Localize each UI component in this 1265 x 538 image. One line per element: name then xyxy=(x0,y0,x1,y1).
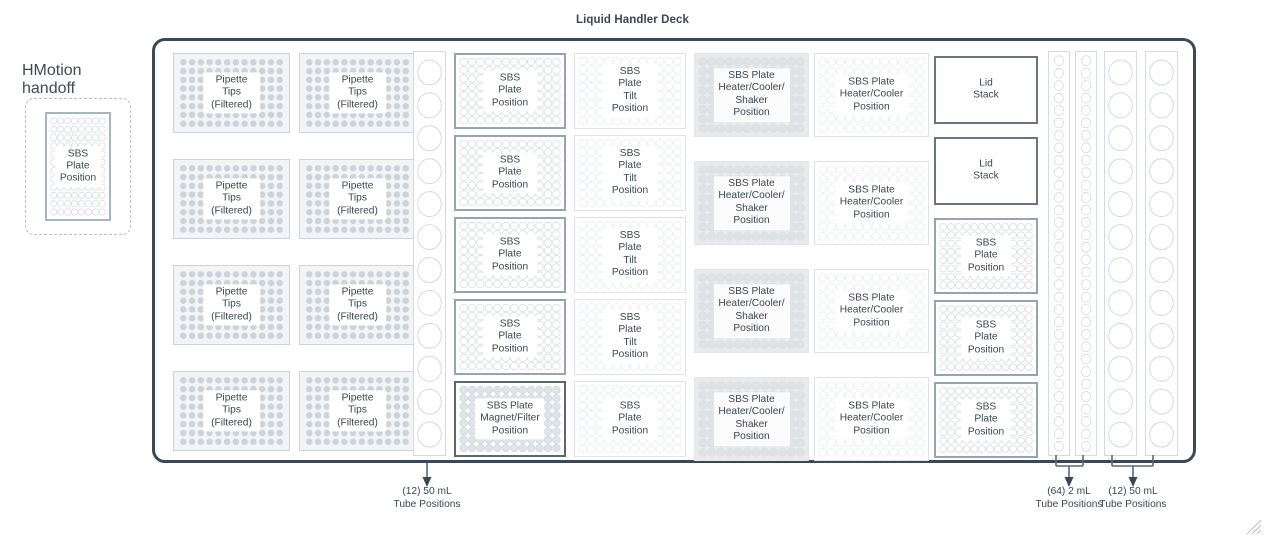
tips-2-4[interactable]: Pipette Tips (Filtered) xyxy=(299,371,416,451)
module-label: Pipette Tips (Filtered) xyxy=(202,284,261,326)
module-label: Pipette Tips (Filtered) xyxy=(328,284,387,326)
module-label: SBS Plate Position xyxy=(602,398,658,440)
module-label: SBS Plate Tilt Position xyxy=(602,64,658,118)
module-label: SBS Plate Tilt Position xyxy=(602,228,658,282)
module-label: SBS Plate Position xyxy=(483,70,537,112)
tips-2-1[interactable]: Pipette Tips (Filtered) xyxy=(299,53,416,133)
module-label: SBS Plate Position xyxy=(483,316,537,358)
module-label: Pipette Tips (Filtered) xyxy=(202,178,261,220)
module-label: SBS Plate Heater/Cooler Position xyxy=(834,182,909,224)
rack-50ml-left[interactable] xyxy=(413,51,446,456)
sbs-plate-1[interactable]: SBS Plate Position xyxy=(454,53,566,129)
module-label: SBS Plate Heater/Cooler Position xyxy=(834,74,909,116)
hmotion-sbs-plate-position[interactable]: SBS Plate Position xyxy=(45,112,111,221)
tips-1-3[interactable]: Pipette Tips (Filtered) xyxy=(173,265,290,345)
module-label: SBS Plate Position xyxy=(54,145,102,188)
sbs-plate-6[interactable]: SBS Plate Position xyxy=(934,218,1038,294)
callout-2ml: (64) 2 mL Tube Positions xyxy=(1035,486,1103,510)
sbs-plate-2[interactable]: SBS Plate Position xyxy=(454,135,566,211)
sbs-hc-2[interactable]: SBS Plate Heater/Cooler Position xyxy=(814,161,929,245)
rack-50ml-right-b[interactable] xyxy=(1145,51,1178,456)
sbs-plate-8[interactable]: SBS Plate Position xyxy=(934,382,1038,458)
page-title: Liquid Handler Deck xyxy=(575,14,690,26)
sbs-plate-7[interactable]: SBS Plate Position xyxy=(934,300,1038,376)
module-label: SBS Plate Position xyxy=(961,399,1011,441)
callout-left-50ml: (12) 50 mL Tube Positions xyxy=(393,486,461,510)
sbs-hc-4[interactable]: SBS Plate Heater/Cooler Position xyxy=(814,377,929,461)
sbs-hc-1[interactable]: SBS Plate Heater/Cooler Position xyxy=(814,53,929,137)
module-label: SBS Plate Tilt Position xyxy=(602,146,658,200)
sbs-hcs-2[interactable]: SBS Plate Heater/Cooler/ Shaker Position xyxy=(694,161,809,245)
module-label: Pipette Tips (Filtered) xyxy=(328,72,387,114)
rack-50ml-right-a[interactable] xyxy=(1104,51,1137,456)
sbs-plate-4[interactable]: SBS Plate Position xyxy=(454,299,566,375)
module-label: SBS Plate Heater/Cooler Position xyxy=(834,398,909,440)
tube-slots xyxy=(1146,52,1177,455)
module-label: Pipette Tips (Filtered) xyxy=(328,178,387,220)
module-label: SBS Plate Position xyxy=(961,317,1011,359)
tube-slots xyxy=(414,52,445,455)
sbs-hc-3[interactable]: SBS Plate Heater/Cooler Position xyxy=(814,269,929,353)
hmotion-handoff-group: HMotion handoff SBS Plate Position xyxy=(22,62,134,235)
sbs-hcs-3[interactable]: SBS Plate Heater/Cooler/ Shaker Position xyxy=(694,269,809,353)
lid-stack-2[interactable]: Lid Stack xyxy=(934,137,1038,205)
module-label: Lid Stack xyxy=(973,158,999,182)
rack-2ml-b[interactable] xyxy=(1075,51,1097,456)
module-label: SBS Plate Magnet/Filter Position xyxy=(475,398,545,440)
module-label: SBS Plate Heater/Cooler/ Shaker Position xyxy=(713,284,790,338)
tube-slots xyxy=(1076,52,1096,455)
tips-1-4[interactable]: Pipette Tips (Filtered) xyxy=(173,371,290,451)
module-label: SBS Plate Position xyxy=(961,235,1011,277)
tube-slots xyxy=(1105,52,1136,455)
tips-2-2[interactable]: Pipette Tips (Filtered) xyxy=(299,159,416,239)
module-label: Pipette Tips (Filtered) xyxy=(202,390,261,432)
module-label: Lid Stack xyxy=(973,77,999,101)
sbs-magnet-filter[interactable]: SBS Plate Magnet/Filter Position xyxy=(454,381,566,457)
module-label: Pipette Tips (Filtered) xyxy=(202,72,261,114)
sbs-hcs-4[interactable]: SBS Plate Heater/Cooler/ Shaker Position xyxy=(694,377,809,461)
resize-grip-icon[interactable] xyxy=(1240,513,1262,535)
tips-2-3[interactable]: Pipette Tips (Filtered) xyxy=(299,265,416,345)
sbs-tilt-3[interactable]: SBS Plate Tilt Position xyxy=(574,217,686,293)
plate-wells xyxy=(456,219,564,291)
module-label: SBS Plate Heater/Cooler/ Shaker Position xyxy=(713,68,790,122)
sbs-tilt-2[interactable]: SBS Plate Tilt Position xyxy=(574,135,686,211)
module-label: SBS Plate Heater/Cooler/ Shaker Position xyxy=(713,176,790,230)
module-label: Pipette Tips (Filtered) xyxy=(328,390,387,432)
tips-1-1[interactable]: Pipette Tips (Filtered) xyxy=(173,53,290,133)
hmotion-handoff-boundary: SBS Plate Position xyxy=(25,98,131,235)
liquid-handler-deck: Pipette Tips (Filtered) Pipette Tips (Fi… xyxy=(152,38,1196,463)
module-label: SBS Plate Tilt Position xyxy=(602,310,658,364)
hmotion-handoff-label: HMotion handoff xyxy=(22,62,82,97)
module-label: SBS Plate Position xyxy=(483,234,537,276)
sbs-tilt-1[interactable]: SBS Plate Tilt Position xyxy=(574,53,686,129)
sbs-plate-3[interactable]: SBS Plate Position xyxy=(454,217,566,293)
sbs-tilt-4[interactable]: SBS Plate Tilt Position xyxy=(574,299,686,375)
tips-1-2[interactable]: Pipette Tips (Filtered) xyxy=(173,159,290,239)
sbs-hcs-1[interactable]: SBS Plate Heater/Cooler/ Shaker Position xyxy=(694,53,809,137)
module-label: SBS Plate Heater/Cooler Position xyxy=(834,290,909,332)
module-label: SBS Plate Position xyxy=(483,152,537,194)
module-label: SBS Plate Heater/Cooler/ Shaker Position xyxy=(713,392,790,446)
rack-2ml-a[interactable] xyxy=(1048,51,1070,456)
callout-right-50ml: (12) 50 mL Tube Positions xyxy=(1099,486,1167,510)
tube-slots xyxy=(1049,52,1069,455)
sbs-plate-5[interactable]: SBS Plate Position xyxy=(574,381,686,457)
lid-stack-1[interactable]: Lid Stack xyxy=(934,56,1038,124)
